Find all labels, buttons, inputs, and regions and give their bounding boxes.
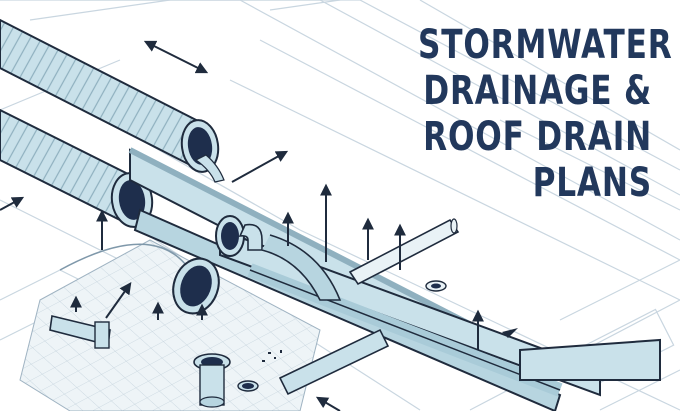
title-line-1: STORMWATER — [418, 22, 673, 68]
roof-drain-icon — [425, 280, 447, 292]
title-line-4: PLANS — [532, 160, 652, 206]
left-fitting — [49, 315, 111, 349]
title-line-3: ROOF DRAIN — [423, 114, 652, 160]
pipe-elbow — [238, 223, 342, 301]
arrow-icon — [502, 328, 518, 338]
water-outflow — [194, 154, 225, 183]
drain-inlet-icon — [237, 380, 259, 392]
tiled-plaza — [19, 239, 321, 411]
branch-pipe — [348, 218, 460, 286]
large-corrugated-pipe-upper — [0, 18, 220, 173]
flow-arrows — [0, 40, 484, 411]
outlet-pipe — [278, 328, 390, 396]
debris — [262, 350, 282, 362]
pipe-opening-lower — [172, 257, 220, 315]
manhole-icon — [193, 353, 231, 408]
title-line-2: DRAINAGE & — [423, 68, 652, 114]
page-title: STORMWATER DRAINAGE & ROOF DRAIN PLANS — [418, 22, 673, 206]
